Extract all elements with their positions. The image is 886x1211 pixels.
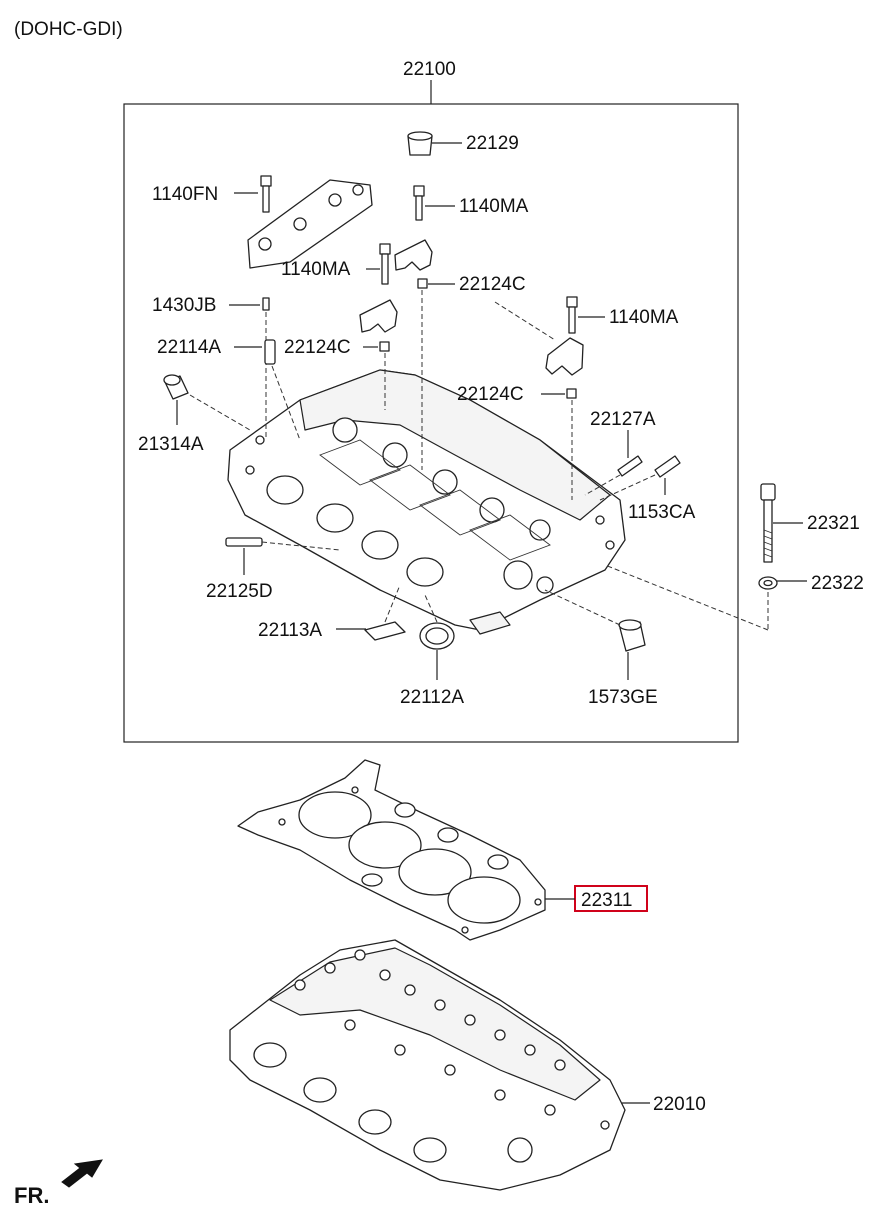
seal-22112A xyxy=(419,622,455,650)
head-assembly-22010 xyxy=(229,939,626,1191)
cam-cap-a xyxy=(394,239,433,271)
plug-22129 xyxy=(407,131,433,156)
label-22311[interactable]: 22311 xyxy=(581,890,632,911)
front-direction-label: FR. xyxy=(14,1183,49,1208)
cam-cap-c xyxy=(545,337,584,376)
bolt-1140FN xyxy=(260,175,272,213)
label-22125D[interactable]: 22125D xyxy=(206,581,273,602)
gasket-22113A xyxy=(364,621,406,641)
bolt-1140MA-b xyxy=(379,243,391,285)
label-22127A[interactable]: 22127A xyxy=(590,409,656,430)
label-22124C-c[interactable]: 22124C xyxy=(457,384,524,405)
label-22124C-b[interactable]: 22124C xyxy=(284,337,351,358)
label-22100[interactable]: 22100 xyxy=(403,59,456,80)
label-1140MA-c[interactable]: 1140MA xyxy=(609,307,679,328)
cam-cap-b xyxy=(359,299,398,333)
label-22113A[interactable]: 22113A xyxy=(258,620,322,641)
stud-1153CA xyxy=(654,455,681,478)
label-22112A[interactable]: 22112A xyxy=(400,687,464,708)
engine-variant-header: (DOHC-GDI) xyxy=(14,19,123,40)
label-21314A[interactable]: 21314A xyxy=(138,434,204,455)
label-1573GE[interactable]: 1573GE xyxy=(588,687,658,708)
label-22114A[interactable]: 22114A xyxy=(157,337,221,358)
label-1140MA-b[interactable]: 1140MA xyxy=(281,259,351,280)
sleeve-22114A xyxy=(264,339,276,365)
label-1430JB[interactable]: 1430JB xyxy=(152,295,216,316)
bolt-1140MA-c xyxy=(566,296,578,334)
washer-22322 xyxy=(758,576,778,590)
cylinder-head-drawing xyxy=(227,369,626,635)
seal-1573GE xyxy=(618,619,646,652)
head-gasket-22311 xyxy=(237,759,546,941)
label-22010[interactable]: 22010 xyxy=(653,1094,706,1115)
head-bolt-22321 xyxy=(760,483,776,563)
front-cam-cap xyxy=(247,179,373,269)
dowel-22124C-b xyxy=(379,341,390,352)
label-22321[interactable]: 22321 xyxy=(807,513,860,534)
label-22322[interactable]: 22322 xyxy=(811,573,864,594)
label-22124C-a[interactable]: 22124C xyxy=(459,274,526,295)
dowel-22124C-a xyxy=(417,278,428,289)
plug-21314A xyxy=(163,374,189,400)
label-22129[interactable]: 22129 xyxy=(466,133,519,154)
label-1140MA-a[interactable]: 1140MA xyxy=(459,196,529,217)
stud-22125D xyxy=(225,537,263,547)
label-1140FN[interactable]: 1140FN xyxy=(152,184,218,205)
pin-1430JB xyxy=(262,297,270,311)
bolt-1140MA-a xyxy=(413,185,425,221)
stud-22127A xyxy=(617,455,643,477)
label-1153CA[interactable]: 1153CA xyxy=(628,502,696,523)
dowel-22124C-c xyxy=(566,388,577,399)
arrow-icon xyxy=(61,1159,103,1188)
